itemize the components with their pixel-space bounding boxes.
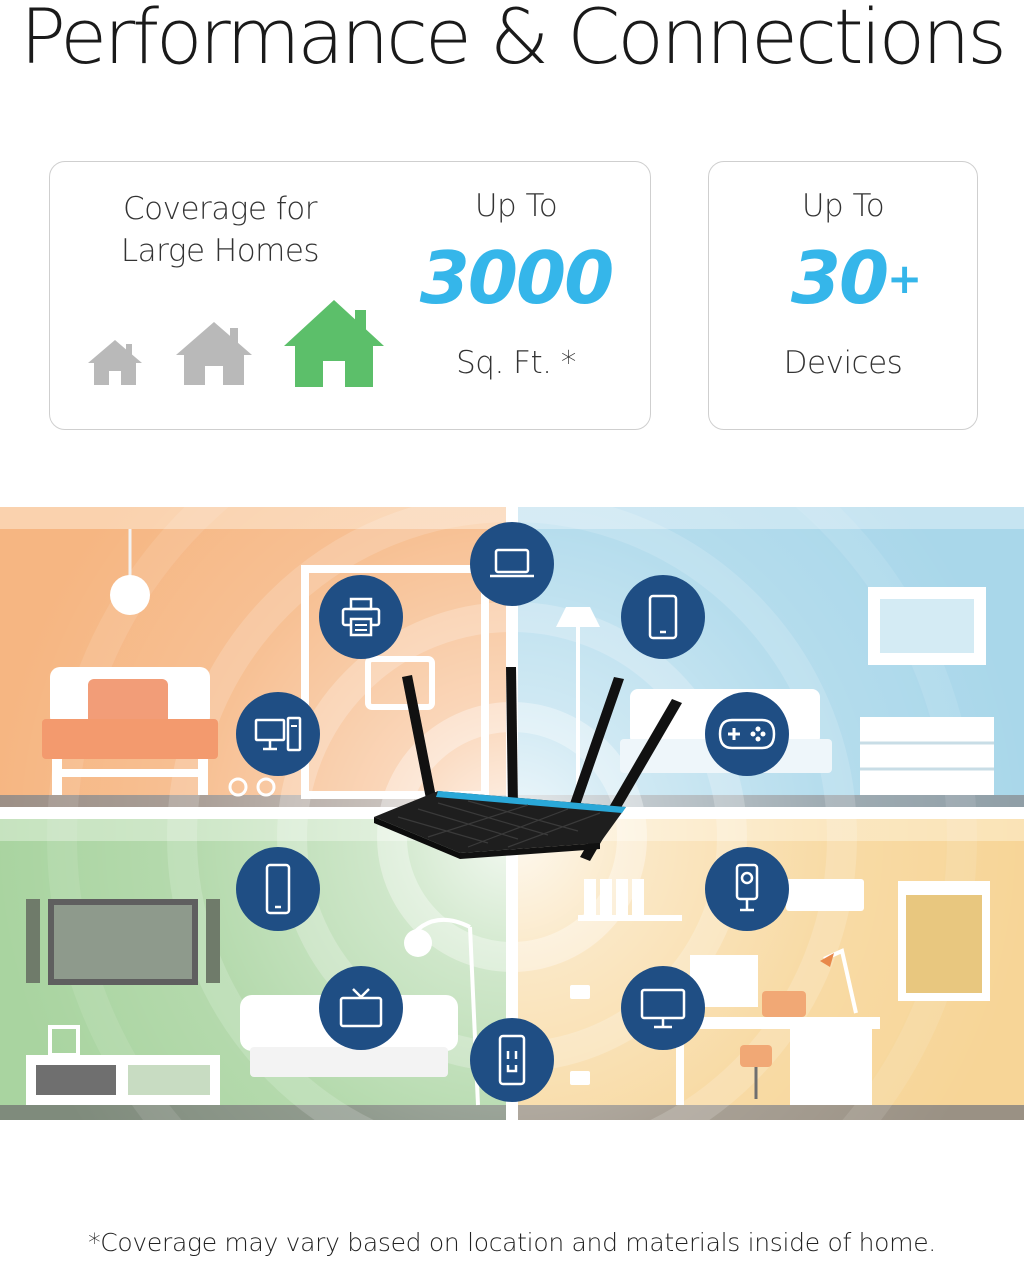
- router-icon: [374, 667, 682, 861]
- desktop-computer-icon: [254, 716, 302, 752]
- coverage-label-line2: Large Homes: [120, 233, 320, 269]
- device-circle-tablet: [621, 575, 705, 659]
- coverage-unit: Sq. Ft. *: [456, 345, 576, 381]
- printer-icon: [341, 597, 381, 637]
- device-circle-smartphone: [236, 847, 320, 931]
- laptop-icon: [490, 548, 534, 578]
- medium-house-icon: [176, 322, 252, 385]
- device-circle-printer: [319, 575, 403, 659]
- devices-plus: +: [887, 254, 923, 303]
- coverage-upto: Up To: [474, 188, 558, 224]
- device-circle-laptop: [470, 522, 554, 606]
- device-circle-gamepad: [705, 692, 789, 776]
- tablet-icon: [648, 594, 678, 640]
- device-circle-ip-camera: [705, 847, 789, 931]
- gamepad-icon: [718, 718, 776, 750]
- device-circle-tv: [319, 966, 403, 1050]
- ip-camera-icon: [735, 863, 759, 912]
- coverage-label-line1: Coverage for: [123, 191, 317, 227]
- device-circle-monitor: [621, 966, 705, 1050]
- home-illustration: [0, 507, 1024, 1120]
- large-house-icon: [284, 300, 384, 387]
- coverage-card: Coverage for Large Homes Up To 3000 Sq. …: [49, 161, 651, 430]
- devices-value: 30: [790, 236, 889, 320]
- page-title: Performance & Connections: [20, 0, 1007, 81]
- smart-plug-icon: [498, 1034, 526, 1086]
- device-circle-smart-plug: [470, 1018, 554, 1102]
- monitor-icon: [640, 988, 686, 1029]
- tv-icon: [339, 988, 383, 1028]
- small-house-icon: [88, 340, 142, 385]
- smartphone-icon: [265, 863, 291, 915]
- coverage-value: 3000: [419, 236, 614, 320]
- devices-card: Up To 30 + Devices: [708, 161, 978, 430]
- coverage-label: Coverage for Large Homes: [110, 188, 330, 272]
- coverage-footnote: *Coverage may vary based on location and…: [88, 1228, 936, 1257]
- devices-unit: Devices: [783, 345, 903, 381]
- devices-upto: Up To: [801, 188, 885, 224]
- device-circle-desktop: [236, 692, 320, 776]
